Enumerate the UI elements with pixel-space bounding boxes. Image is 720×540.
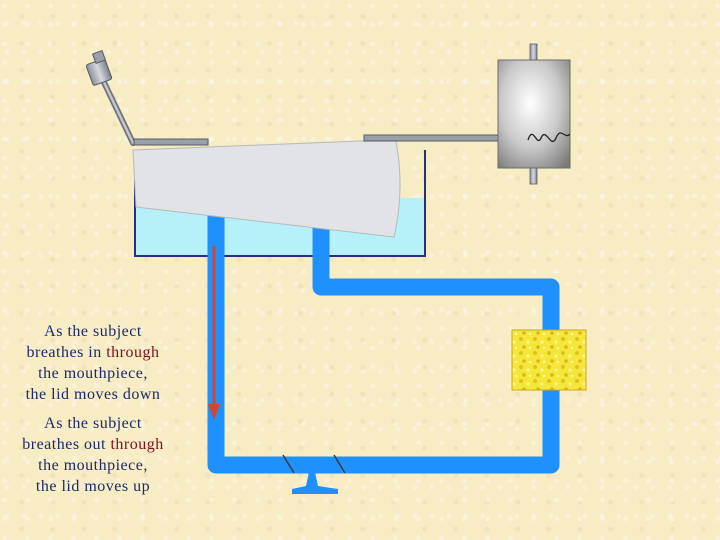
exhale-caption-line2: breathes out through [0, 434, 186, 455]
exhale-caption-through: through [105, 436, 164, 453]
pulley-arm [85, 49, 136, 146]
kymograph-drum [497, 43, 571, 185]
valve-mark-left [282, 454, 295, 474]
inhale-caption-line4: the lid moves down [25, 386, 161, 403]
inhale-caption-breathes-in: breathes in [26, 344, 102, 361]
inhale-caption-through: through [101, 344, 160, 361]
exhale-caption-line1: As the subject [44, 415, 142, 432]
exhale-caption-line4: the lid moves up [35, 478, 151, 495]
tank-walls [134, 150, 426, 257]
soda-lime-canister [511, 329, 587, 391]
trace-line [527, 132, 571, 143]
valve-mark-right [333, 454, 346, 474]
pulley-cap [91, 49, 107, 65]
inhale-caption-line3: the mouthpiece, [38, 365, 148, 382]
lid-plate [133, 138, 209, 146]
mouthpiece [292, 472, 338, 494]
inhale-caption-line2: breathes in through [0, 342, 186, 363]
inhale-caption: As the subject breathes in through the m… [0, 321, 186, 405]
exhale-caption-breathes-out: breathes out [22, 436, 106, 453]
exhale-caption: As the subject breathes out through the … [0, 413, 186, 497]
airflow-arrow [208, 246, 220, 420]
exhale-caption-line3: the mouthpiece, [38, 457, 148, 474]
inhale-caption-line1: As the subject [44, 323, 142, 340]
